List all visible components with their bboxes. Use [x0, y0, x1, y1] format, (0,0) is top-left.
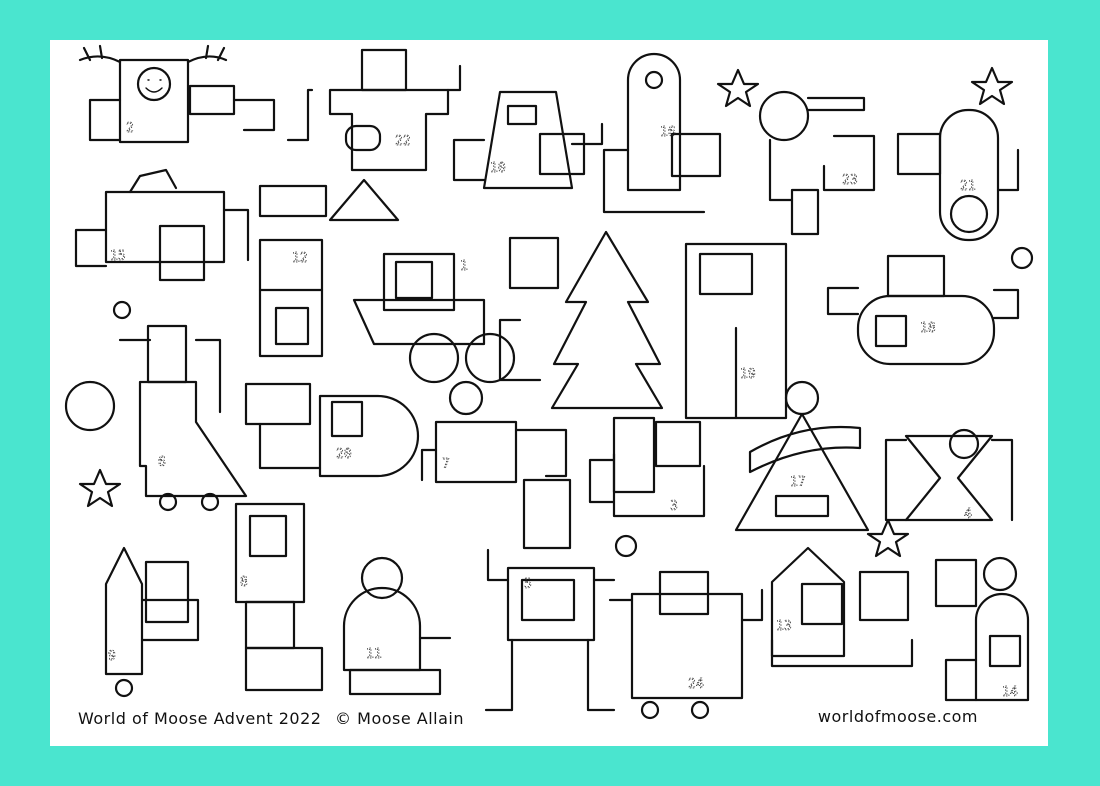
number-5: 5 [524, 577, 532, 592]
robot-1: 1 [330, 180, 514, 382]
number-19: 19 [740, 367, 756, 382]
caption-website[interactable]: worldofmoose.com [817, 707, 978, 726]
robot-17: 17 [736, 382, 868, 530]
number-8: 8 [240, 575, 248, 590]
number-21: 21 [960, 179, 976, 194]
number-1: 1 [460, 259, 468, 274]
number-12: 12 [292, 251, 308, 266]
number-6: 6 [158, 455, 166, 470]
robot-21: 21 [898, 110, 1018, 240]
number-4: 4 [964, 507, 972, 522]
number-18: 18 [920, 321, 936, 336]
bubble-icon [1012, 248, 1032, 268]
number-10: 10 [490, 161, 506, 176]
bubble-icon [114, 302, 130, 318]
caption-title-line: World of Moose Advent 2022 © Moose Allai… [78, 709, 464, 728]
star-icon [718, 70, 758, 106]
robot-23: 23 [760, 92, 874, 234]
robot-20: 20 [246, 384, 418, 476]
star-icon [868, 520, 908, 556]
robot-12: 12 [260, 186, 326, 356]
number-22: 22 [395, 134, 411, 149]
number-7: 7 [442, 457, 450, 472]
number-23: 23 [842, 173, 858, 188]
robot-15: 15 [76, 170, 248, 280]
coloring-sheet: 2 22 10 16 23 [50, 40, 1048, 746]
caption-title: World of Moose Advent 2022 [78, 709, 322, 728]
robot-3: 3 [590, 418, 704, 516]
number-11: 11 [366, 647, 382, 662]
number-2: 2 [126, 121, 134, 136]
number-13: 13 [776, 619, 792, 634]
robot-illustration: 2 22 10 16 23 [50, 40, 1048, 746]
robot-24: 24 [610, 572, 762, 718]
number-3: 3 [670, 499, 678, 514]
robot-moose-2: 2 [80, 46, 274, 142]
star-icon [80, 470, 120, 506]
robot-13: 13 [772, 548, 912, 666]
number-17: 17 [790, 475, 806, 490]
robot-22: 22 [288, 50, 460, 170]
number-15: 15 [110, 249, 126, 264]
robot-9: 9 [106, 548, 198, 696]
robot-7: 7 [422, 382, 566, 482]
number-20: 20 [336, 447, 352, 462]
robot-10: 10 [454, 92, 602, 188]
robot-5: 5 [486, 480, 614, 710]
number-24: 24 [688, 677, 704, 692]
bubble-icon [616, 536, 636, 556]
robot-11: 11 [344, 558, 450, 694]
robot-tree [500, 232, 662, 408]
star-icon [972, 68, 1012, 104]
number-9: 9 [108, 649, 116, 664]
robot-16: 16 [604, 54, 720, 212]
robot-18: 18 [828, 256, 1018, 364]
robot-19: 19 [686, 244, 786, 418]
number-16: 16 [660, 125, 676, 140]
number-14: 14 [1002, 685, 1018, 700]
robot-4: 4 [886, 430, 1012, 522]
robot-8: 8 [236, 504, 322, 690]
caption-copyright: © Moose Allain [335, 709, 465, 728]
robot-6: 6 [66, 326, 246, 510]
robot-14: 14 [936, 558, 1028, 700]
